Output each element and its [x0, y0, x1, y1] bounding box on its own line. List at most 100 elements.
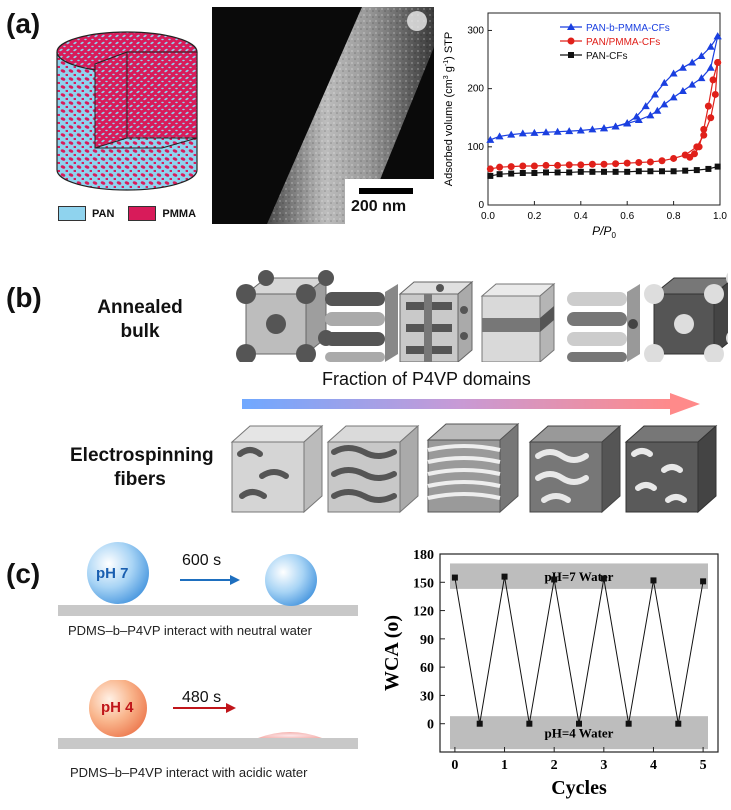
acidic-ph-label: pH 4 — [101, 699, 134, 716]
data-point — [501, 573, 508, 580]
x-tick-label: 0.6 — [620, 211, 634, 222]
data-point — [542, 128, 550, 136]
x-tick-label: 0.0 — [481, 211, 495, 222]
data-point — [646, 158, 654, 166]
y-tick-label: 120 — [413, 605, 434, 620]
acidic-time-label: 480 s — [182, 689, 222, 706]
sem-fiber-image: 200 nm — [212, 7, 434, 224]
data-point — [486, 165, 494, 173]
data-point — [566, 169, 573, 176]
legend-label: PAN/PMMA-CFs — [586, 37, 660, 48]
data-point — [554, 169, 561, 176]
data-point — [576, 720, 582, 727]
data-point — [675, 720, 682, 727]
data-point — [714, 163, 721, 170]
legend-marker — [568, 52, 574, 58]
desorption-point — [709, 76, 717, 84]
y-tick-label: 100 — [467, 142, 484, 153]
acidic-caption: PDMS–b–P4VP interact with acidic water — [70, 765, 308, 780]
data-point — [693, 167, 700, 174]
data-point — [542, 161, 550, 169]
data-point — [526, 720, 533, 727]
data-point — [650, 577, 657, 584]
legend-label-pan: PAN — [92, 207, 115, 220]
band-0 — [450, 563, 708, 589]
neutral-time-label: 600 s — [182, 552, 222, 569]
band-label: pH=4 Water — [545, 726, 614, 741]
morphology-spheres — [236, 270, 334, 362]
desorption-point — [713, 32, 722, 40]
y-tick-label: 90 — [420, 633, 434, 648]
x-tick-label: 0.8 — [667, 211, 681, 222]
data-point — [625, 720, 632, 727]
plot-frame — [487, 12, 721, 206]
desorption-point — [686, 153, 694, 161]
desorption-point — [660, 78, 669, 86]
morphology-inverse-cylinders — [567, 284, 640, 362]
desorption-point — [695, 143, 703, 151]
data-point — [589, 168, 596, 175]
data-point — [519, 162, 527, 170]
annealed-morphologies — [236, 270, 728, 362]
sem-fiber-drawing — [267, 7, 434, 224]
plot-frame — [439, 553, 719, 753]
data-point — [577, 168, 584, 175]
data-point — [486, 135, 495, 143]
neutral-water-droplet-scheme — [58, 542, 358, 616]
data-point — [496, 163, 504, 171]
y-tick-label: 200 — [467, 84, 484, 95]
morphology-gyroid — [398, 280, 474, 362]
data-point — [647, 168, 654, 175]
legend-swatch-pmma — [128, 206, 157, 221]
sem-scale-label: 200 nm — [351, 198, 407, 215]
data-point — [543, 169, 549, 176]
data-point — [601, 168, 607, 175]
desorption-point — [697, 52, 706, 60]
data-point — [669, 93, 678, 101]
data-point — [496, 171, 503, 178]
desorption-point — [632, 112, 641, 120]
data-point — [624, 168, 631, 175]
y-tick-label: 150 — [413, 576, 434, 591]
data-point — [600, 575, 607, 582]
fiber-cube-1 — [230, 424, 324, 514]
fiber-cube-4 — [528, 424, 622, 514]
data-point — [670, 168, 677, 175]
data-point — [707, 114, 715, 122]
fraction-gradient-arrow — [242, 393, 700, 415]
band-label: pH=7 Water — [545, 569, 614, 584]
y-axis-end: ) STP — [443, 32, 455, 60]
y-tick-label: 60 — [420, 661, 434, 676]
series-line — [454, 576, 704, 724]
x-axis-label: P/P0 — [592, 224, 616, 240]
neutral-ph-label: pH 7 — [96, 565, 129, 582]
data-point — [451, 574, 458, 581]
legend-marker — [567, 23, 575, 30]
data-point — [495, 132, 504, 140]
data-point — [508, 170, 515, 177]
series-0 — [451, 573, 707, 727]
desorption-point — [706, 42, 715, 50]
legend-label-pmma: PMMA — [162, 207, 197, 220]
x-tick-label: 0.2 — [527, 211, 541, 222]
data-point — [565, 127, 574, 135]
data-point — [612, 160, 620, 168]
y-axis-sup: 3 — [443, 75, 450, 79]
series-2 — [487, 163, 721, 179]
x-tick-label: 0.4 — [574, 211, 588, 222]
fiber-cube-3 — [426, 422, 520, 514]
sem-scale-bar — [359, 188, 413, 194]
panel-a-label: (a) — [6, 8, 41, 39]
desorption-point — [600, 124, 608, 132]
series-1 — [486, 58, 722, 173]
desorption-point — [623, 118, 632, 126]
fraction-arrow-label: Fraction of P4VP domains — [322, 369, 531, 389]
x-axis-label-sub: 0 — [611, 231, 616, 240]
y-axis-label: WCA (o) — [381, 615, 403, 691]
x-tick-label: 3 — [600, 758, 607, 773]
data-point — [659, 168, 665, 175]
acidic-water-droplet-scheme — [58, 680, 358, 749]
data-point — [531, 170, 538, 176]
